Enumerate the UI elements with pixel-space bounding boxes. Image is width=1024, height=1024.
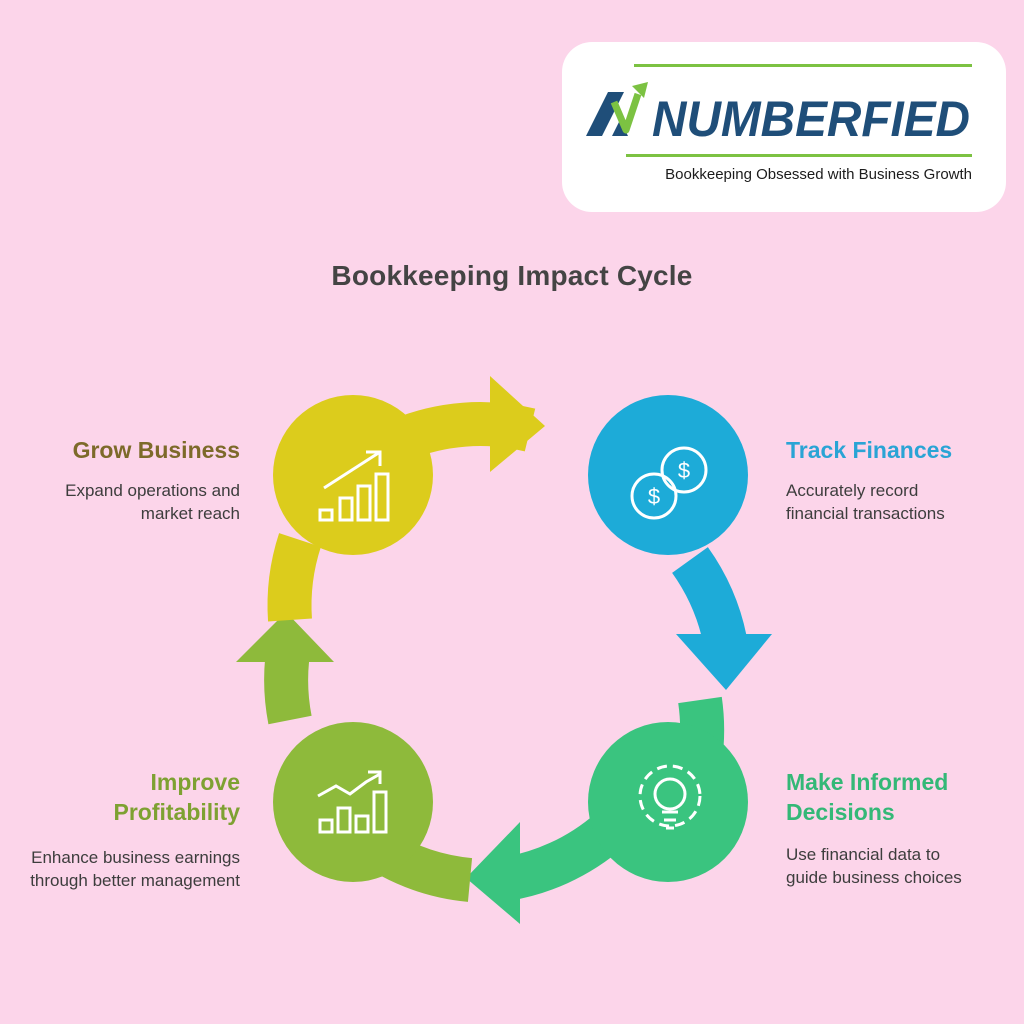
lightbulb-gear-icon bbox=[638, 764, 702, 830]
arrow-head-decide-to-improve bbox=[466, 822, 520, 924]
arrow-head-track-to-decide bbox=[676, 634, 772, 690]
step-title-track-finances: Track Finances bbox=[786, 437, 953, 463]
circle-improve bbox=[273, 722, 433, 882]
step-title-improve-profitability: Improve Profitability bbox=[113, 769, 240, 825]
growth-chart-icon bbox=[318, 450, 390, 522]
profit-chart-icon bbox=[317, 770, 388, 834]
svg-text:NUMBERFIED: NUMBERFIED bbox=[652, 91, 970, 147]
step-title-grow-business: Grow Business bbox=[72, 437, 240, 463]
diagram-title: Bookkeeping Impact Cycle bbox=[331, 260, 693, 291]
step-desc-make-informed-decisions: Use financial data to guide business cho… bbox=[786, 845, 962, 887]
brand-logo-card: NUMBERFIED Bookkeeping Obsessed with Bus… bbox=[562, 42, 1006, 212]
circle-decide bbox=[588, 722, 748, 882]
circle-grow bbox=[273, 395, 433, 555]
arrow-head-improve-to-grow bbox=[236, 612, 334, 662]
step-desc-grow-business: Expand operations and market reach bbox=[65, 481, 240, 523]
step-title-make-informed-decisions: Make Informed Decisions bbox=[786, 769, 949, 825]
svg-text:$: $ bbox=[648, 484, 660, 509]
dollar-coins-icon: $ $ bbox=[630, 446, 708, 520]
circle-track bbox=[588, 395, 748, 555]
arrow-head-grow-to-track bbox=[490, 376, 545, 472]
brand-tagline: Bookkeeping Obsessed with Business Growt… bbox=[665, 166, 972, 183]
numberfied-logo: NUMBERFIED bbox=[586, 64, 972, 157]
arc-track-to-decide bbox=[671, 547, 747, 645]
step-desc-track-finances: Accurately record financial transactions bbox=[786, 481, 945, 523]
step-desc-improve-profitability: Enhance business earnings through better… bbox=[30, 848, 240, 890]
arc-improve-to-grow-upper bbox=[267, 533, 322, 622]
svg-text:$: $ bbox=[678, 458, 690, 483]
